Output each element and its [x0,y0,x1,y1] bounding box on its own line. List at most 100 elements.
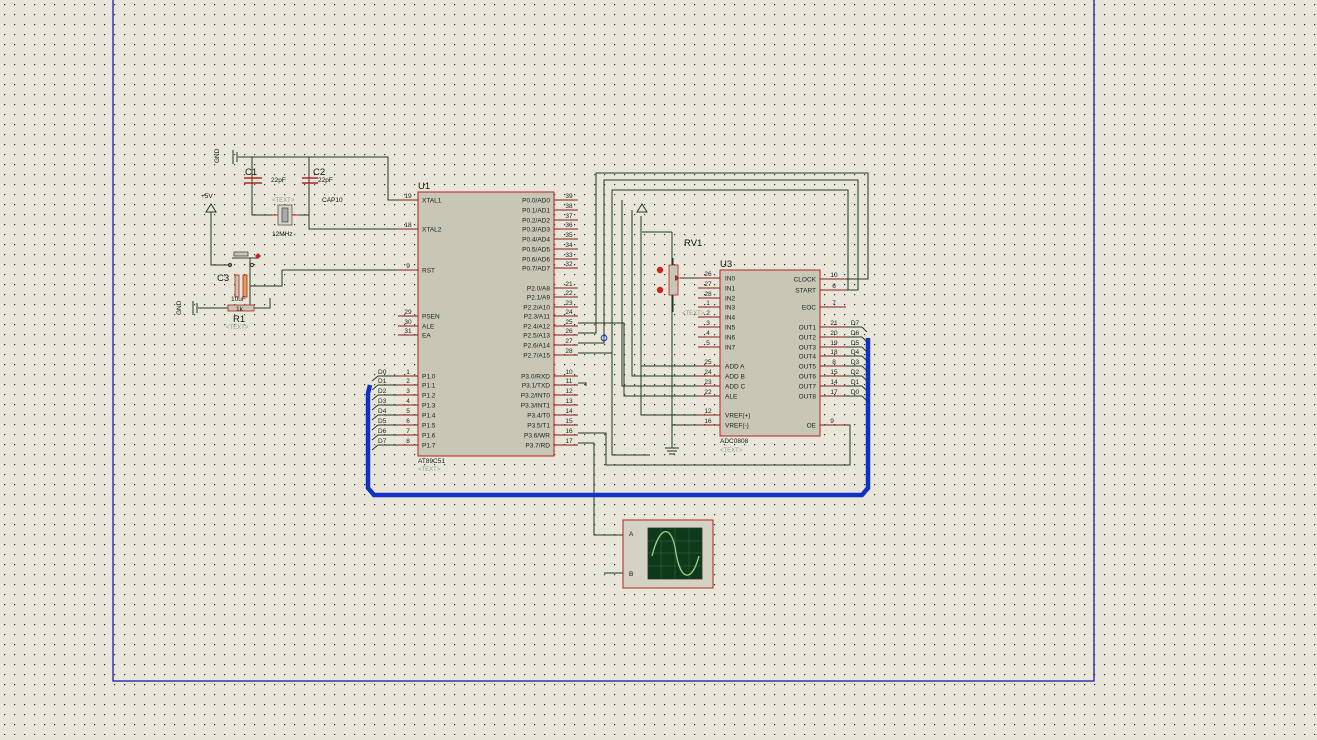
gnd-symbol-top[interactable]: GND [214,148,238,164]
u3-pin-9[interactable]: 9OE [807,418,846,430]
crystal-x1[interactable]: <TEXT> 12MHz CAP10 [272,197,343,238]
reset-button[interactable] [227,251,261,268]
u1-pin-name: P2.5/A13 [523,333,550,340]
r1-value: 1k [236,306,244,313]
u1-pin-8[interactable]: 8P1.7 [398,438,436,450]
gnd-symbol-left[interactable]: GND [176,300,198,315]
u1-pin-7[interactable]: 7P1.6 [398,428,436,440]
u1-pin-number: 13 [565,398,573,405]
c3-value: 10uF [231,296,246,303]
u3-pin-number: 28 [704,291,712,298]
gnd-symbol-adc[interactable] [665,447,679,455]
u1-pin-2[interactable]: 2P1.1 [398,378,436,390]
oscilloscope[interactable]: A B [622,519,714,589]
u1-pin-1[interactable]: 1P1.0 [398,369,436,381]
u3-pin-number: 27 [704,281,712,288]
u1-pin-name: P1.2 [422,393,436,400]
vcc-symbol[interactable]: +5V [201,193,217,213]
u1-pin-name: XTAL1 [422,198,442,205]
sheet-border [112,0,1095,682]
u3-pin-name: ADD A [725,364,745,371]
u1-pin-6[interactable]: 6P1.5 [398,418,436,430]
resistor-r1[interactable]: R1 1k <TEXT> [226,304,255,331]
data-bus[interactable] [365,338,871,498]
potentiometer-rv1[interactable]: RV1 <TEXT> [656,238,705,317]
capacitor-c2[interactable]: C2 22pF [302,167,333,184]
u1-pin-number: 21 [565,281,573,288]
capacitor-c3[interactable]: C3 10uF [217,273,248,303]
u3-adc[interactable]: U3 ADC0808 <TEXT> 26IN027IN128IN21IN32IN… [698,259,868,454]
bus-entry-D2: D2 [371,388,398,401]
u3-pin-name: VREF(+) [725,413,750,420]
u1-pin-4[interactable]: 4P1.3 [398,398,436,410]
u1-pin-name: P3.0/RXD [521,374,550,381]
bus-label: D5 [851,340,860,347]
u1-pin-5[interactable]: 5P1.4 [398,408,436,420]
capacitor-c1[interactable]: C1 22pF [244,157,286,215]
vcc-label: +5V [201,193,213,200]
u3-pin-number: 20 [830,330,838,337]
u3-ref: U3 [720,259,732,270]
u1-pin-name: P2.4/A12 [523,324,550,331]
u1-microcontroller[interactable]: U1 AT89C51 <TEXT> 19XTAL118XTAL29RST29PS… [398,181,578,473]
u1-pin-3[interactable]: 3P1.2 [398,388,436,400]
vcc-symbol-adc[interactable] [636,203,648,213]
